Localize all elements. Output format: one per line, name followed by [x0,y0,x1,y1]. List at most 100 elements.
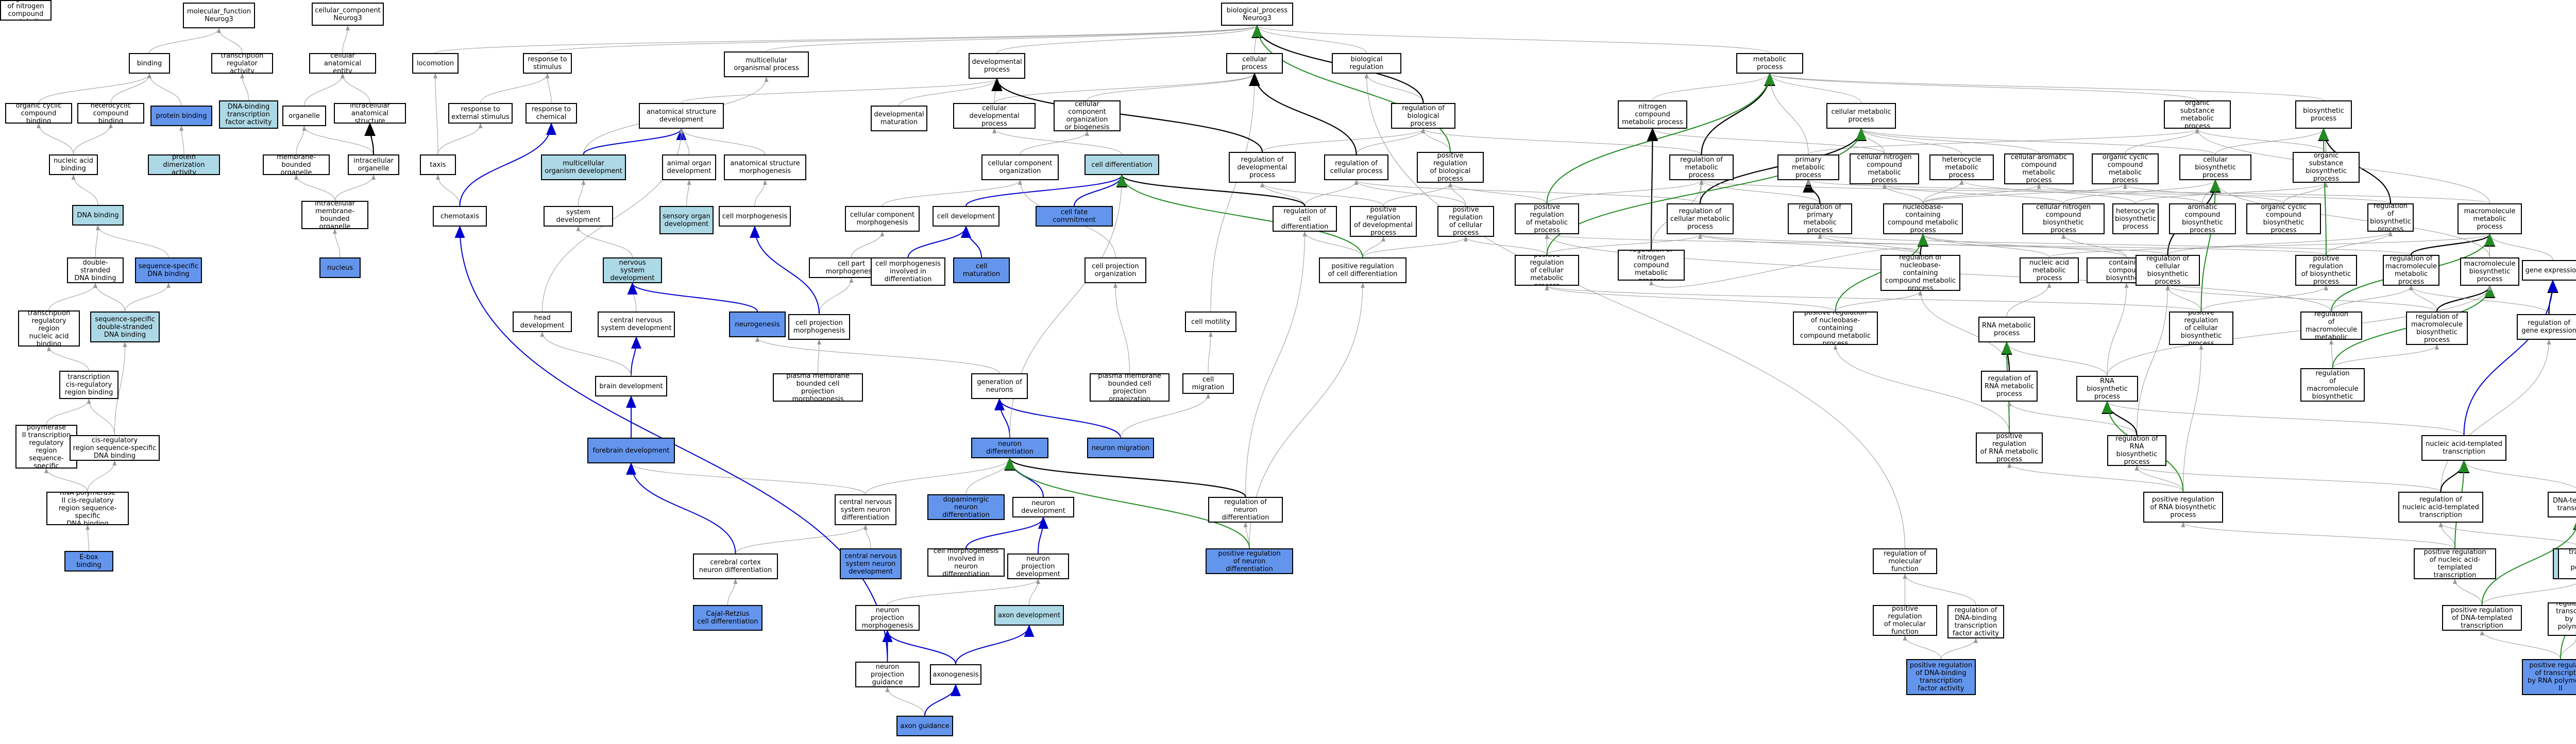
edge-reggeneexp-to-regmmp [2409,285,2549,315]
node-cellmig: cell migration [1182,373,1234,394]
edge-ssdsdnab-to-ssdnab [125,283,171,312]
edge-osmp-to-metproc [1768,73,2198,101]
node-cellproc: cellular process [1226,53,1283,74]
edge-axondev-to-npd [1029,579,1040,605]
edge-cprojm-to-cpm [819,278,854,315]
node-regcbp: regulation of cellular biosynthetic proc… [2136,255,2200,286]
node-regcp: regulation of cellular process [1324,154,1388,180]
node-bp_root: biological_process Neurog3 [1221,3,1293,26]
node-posregnd: positive regulation of neuron differenti… [1206,548,1293,574]
node-mf_root: molecular_function Neurog3 [183,3,255,28]
edge-braindev-to-headdev [540,332,632,376]
edge-posregnccmp-to-posregcmp [1545,285,1836,312]
edge-posregnatt-to-regnatt [2438,522,2455,549]
edge-pmp-to-osmp [1808,128,2199,155]
edge-nab-to-occb [37,123,74,155]
edge-mbp-to-cbp [2213,180,2490,258]
edge-rnap2cr-to-crrssdb [87,460,117,492]
edge-cacmp-to-cmp [1859,128,2039,154]
node-chemotaxis: chemotaxis [433,206,487,227]
node-dtt: DNA-templated transcription [2548,492,2576,517]
node-npm: neuron projection morphogenesis [855,605,920,631]
node-cncbp: cellular nitrogen compound biosynthetic … [2022,203,2105,234]
edge-regbiosyn-to-regmp [1700,180,2391,204]
edge-nammp-to-mmp [2049,234,2492,258]
edge-mop-to-bp_root [766,25,1259,52]
edge-cnsnd-to-neurdiff [865,458,1012,495]
node-neurmig: neuron migration [1087,438,1154,458]
edge-cellmig-to-cellmotility [1208,332,1213,374]
edge-cmind-to-neurdev [965,516,1048,549]
node-sod: sensory organ development [659,206,714,234]
edge-cae-to-cc_root [342,25,350,54]
edge-rnap2cr-to-rnap2 [44,468,88,492]
edge-regcbp-to-regbiosyn [2167,231,2393,255]
edge-pmbcpm-to-cprojm [817,339,821,374]
edge-tra-to-mf_root [217,28,243,54]
node-mbo: membrane-bounded organelle [263,154,330,175]
edge-posregbp-to-bp_root [1252,25,1451,152]
node-osbp: organic substance biosynthetic process [2293,152,2360,183]
edge-posregcd-to-celldiff [1116,174,1363,258]
node-posregnatt: positive regulation of nucleic acid-temp… [2414,548,2496,579]
node-organelle: organelle [282,106,326,126]
edge-regcd-to-regdp [1260,182,1305,206]
node-nucleus: nucleus [319,257,361,278]
edge-posregcd-to-posregcp [1362,236,1468,258]
node-cnsd: central nervous system development [598,312,675,337]
node-regpmp: regulation of primary metabolic process [1788,203,1852,234]
node-dsdnab: double-stranded DNA binding [67,257,124,283]
edge-posregdtt-to-regdtt [2482,583,2576,605]
edge-hcb-to-binding [110,73,151,103]
node-asd: anatomical structure development [639,103,724,129]
node-posregnccmp: positive regulation of nucleobase-contai… [1793,312,1878,345]
node-regmmp: regulation of macromolecule metabolic pr… [2383,255,2439,286]
edge-mbo-to-organelle [296,126,307,155]
edge-axonogenesis-to-axondev [955,625,1035,665]
edge-rtes-to-rts [480,73,550,103]
node-asm: anatomical structure morphogenesis [724,154,806,180]
edge-geneexp-to-mmp [2487,234,2553,261]
edge-cncmp-to-ncmp [1650,128,1885,154]
node-regnccmp: regulation of nucleobase-containing comp… [1880,255,1960,291]
node-cmp: cellular metabolic process [1826,103,1896,129]
node-taxis: taxis [420,154,456,175]
node-cbp: cellular biosynthetic process [2179,154,2251,180]
edge-regnd-to-regcd [1245,231,1307,497]
edge-crrssdb-to-ssdsdnab [114,342,127,436]
node-cncmp: cellular nitrogen compound metabolic pro… [1850,153,1919,184]
node-nammp: nucleic acid metabolic process [2020,257,2079,283]
node-trnab: transcription regulatory region nucleic … [18,310,80,347]
node-aod: animal organ development [662,154,716,180]
node-mbp: macromolecule biosynthetic process [2460,257,2519,286]
edge-rnabp-to-nccbp [2107,283,2129,376]
node-regbiosyn: regulation of biosynthetic process [2367,203,2414,232]
edge-rts-to-bp_root [547,25,1259,54]
edge-cbp-to-biosyn [2215,128,2326,155]
node-cmid: cell morphogenesis involved in different… [871,257,945,286]
edge-gon-to-neurogenesis [755,337,1000,374]
node-io: intracellular organelle [348,154,399,175]
node-pda: protein dimerization activity [148,154,220,175]
edge-sysdev-to-mod [578,180,586,206]
node-posregdbtfa: positive regulation of DNA-binding trans… [1906,659,1976,695]
edge-rnap2-to-tcrrb [46,399,91,425]
node-posregcd: positive regulation of cell differentiat… [1319,257,1406,283]
node-regtrnap: regulation of transcription by RNA polym… [2548,602,2576,636]
edge-dtt-to-natt [2462,460,2576,489]
edge-pmbcpo-to-cpo [1113,283,1130,374]
edge-axonguid-to-npg [885,687,925,716]
node-posregmf: positive regulation of molecular functio… [1873,605,1937,636]
edge-posregmp-to-metproc [1546,73,1775,204]
edge-posregtrnap-to-regtrnap [2560,635,2576,660]
node-cellmat: cell maturation [953,257,1010,283]
edge-posregcmp-to-posregcp [1464,236,1547,255]
edge-axonogenesis-to-npm [882,630,956,665]
edge-posregcd-to-posregdp [1362,236,1385,258]
edge-occmp-to-osmp [2125,128,2199,154]
edge-regmf-to-bioreg [1364,73,1905,549]
node-neurdev: neuron development [1012,497,1074,517]
edge-posregmp-to-posregbp [1448,182,1547,204]
edge-posregnatt-to-posregrnabp [2181,522,2455,549]
edge-posregcbp-to-posregbiosyn [2201,285,2328,312]
